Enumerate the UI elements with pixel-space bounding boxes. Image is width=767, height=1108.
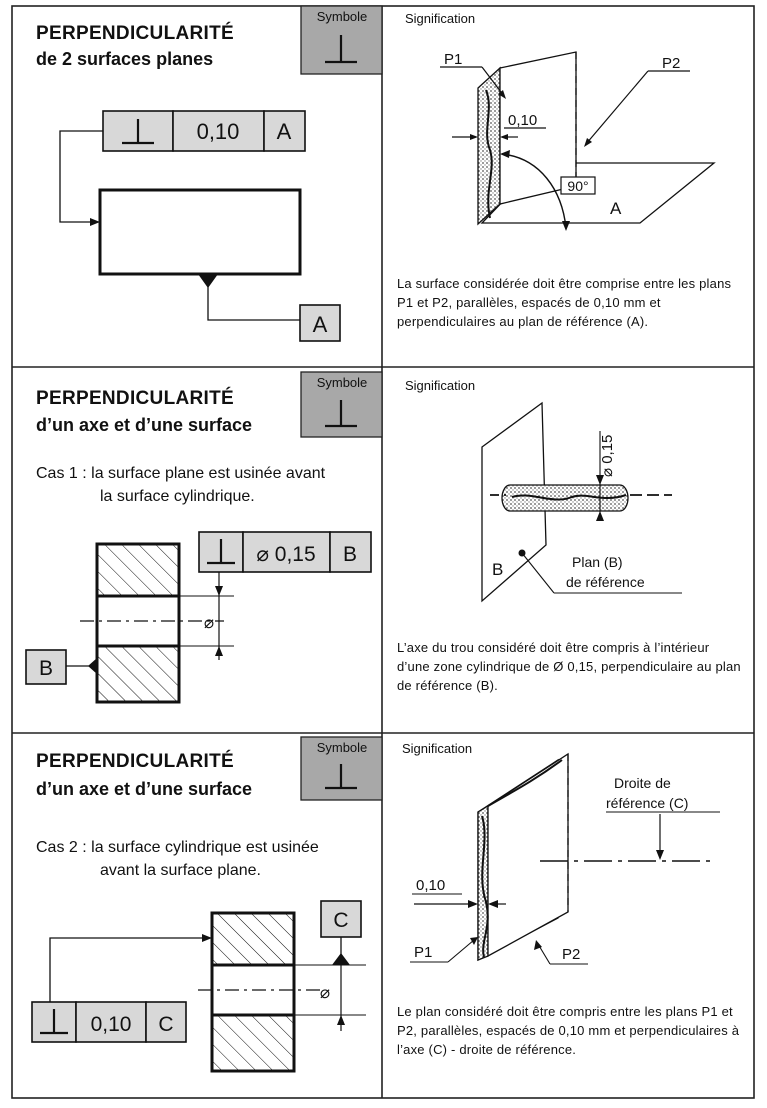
zone-width-label-c: 0,10	[416, 877, 445, 894]
datum-box-a: A	[313, 312, 328, 337]
section-3-figure: Droite de référence (C) 0,10 P1 P2	[410, 752, 720, 965]
zone-diameter-label: ⌀ 0,15	[599, 435, 616, 477]
dim-diameter-symbol-c: ⌀	[320, 983, 330, 1002]
section-2-case: Cas 1 : la surface plane est usinée avan…	[36, 462, 381, 508]
section-2-title: PERPENDICULARITÉ	[36, 388, 234, 409]
frame-tolerance-b: ⌀ 0,15	[256, 543, 315, 566]
p1-label: P1	[444, 51, 462, 68]
frame-datum-c: C	[158, 1013, 173, 1036]
p1-label-c: P1	[414, 944, 432, 961]
section-2-figure: ⌀ 0,15 B Plan (B) de référence	[481, 401, 682, 603]
section-3-case-line1: Cas 2 : la surface cylindrique est usiné…	[36, 839, 319, 856]
plan-b-line1: Plan (B)	[572, 554, 623, 570]
section-3-case-line2: avant la surface plane.	[100, 862, 261, 879]
section-1-symbol-label: Symbole	[316, 9, 368, 24]
section-2-case-line2: la surface cylindrique.	[100, 488, 255, 505]
angle-label: 90°	[567, 178, 588, 194]
datum-box-b: B	[39, 657, 53, 680]
plane-b-label: B	[492, 560, 503, 579]
section-1-signification-label: Signification	[405, 11, 476, 26]
section-3-drawing: 0,10 C C ⌀	[31, 900, 366, 1073]
section-2-case-line1: Cas 1 : la surface plane est usinée avan…	[36, 465, 326, 482]
section-3-case: Cas 2 : la surface cylindrique est usiné…	[36, 836, 381, 882]
section-2-description: L’axe du trou considéré doit être compri…	[397, 640, 741, 693]
p2-label: P2	[662, 55, 680, 72]
frame-tolerance-c: 0,10	[91, 1013, 132, 1036]
ref-axis-line1: Droite de	[614, 775, 671, 791]
section-3-subtitle: d’un axe et d’une surface	[36, 779, 253, 799]
frame-perpendicular-icon	[122, 119, 154, 145]
datum-box-c: C	[333, 909, 348, 932]
section-1-title: PERPENDICULARITÉ	[36, 23, 234, 44]
perpendicular-icon	[325, 764, 357, 790]
section-2-symbol-label: Symbole	[316, 375, 368, 390]
section-1-figure: 0,10 P1 P2 90° A	[440, 51, 716, 231]
section-3-title: PERPENDICULARITÉ	[36, 751, 234, 772]
frame-tolerance: 0,10	[197, 119, 240, 144]
ref-axis-line2: référence (C)	[606, 795, 688, 811]
section-2-subtitle: d’un axe et d’une surface	[36, 415, 253, 435]
plan-b-line2: de référence	[566, 574, 645, 590]
section-2-drawing: ⌀ 0,15 B ⌀ B	[25, 531, 372, 704]
p2-label-c: P2	[562, 946, 580, 963]
plane-a-label: A	[610, 199, 622, 218]
section-1-subtitle: de 2 surfaces planes	[36, 49, 214, 69]
section-1-description: La surface considérée doit être comprise…	[397, 276, 732, 329]
frame-datum: A	[277, 119, 292, 144]
section-1-drawing: 0,10 A A	[59, 110, 341, 342]
section-3-description: Le plan considéré doit être compris entr…	[397, 1004, 740, 1057]
frame-datum-b: B	[343, 543, 357, 566]
perpendicular-icon	[325, 35, 357, 64]
section-2-signification-label: Signification	[405, 378, 476, 393]
dim-diameter-symbol: ⌀	[204, 613, 214, 632]
zone-width-label: 0,10	[508, 112, 537, 129]
section-3-symbol-label: Symbole	[316, 740, 368, 755]
section-3-signification-label: Signification	[402, 741, 473, 756]
perpendicular-icon	[325, 400, 357, 428]
